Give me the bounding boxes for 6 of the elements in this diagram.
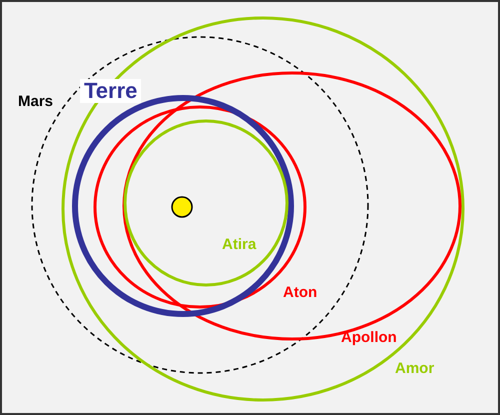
orbit-label: Terre <box>80 79 142 103</box>
orbit-label: Atira <box>222 237 256 252</box>
orbit-label: Mars <box>18 94 54 109</box>
orbit-label: Apollon <box>341 330 397 345</box>
orbit-label: Amor <box>395 361 434 376</box>
orbit-label: Aton <box>283 285 318 300</box>
